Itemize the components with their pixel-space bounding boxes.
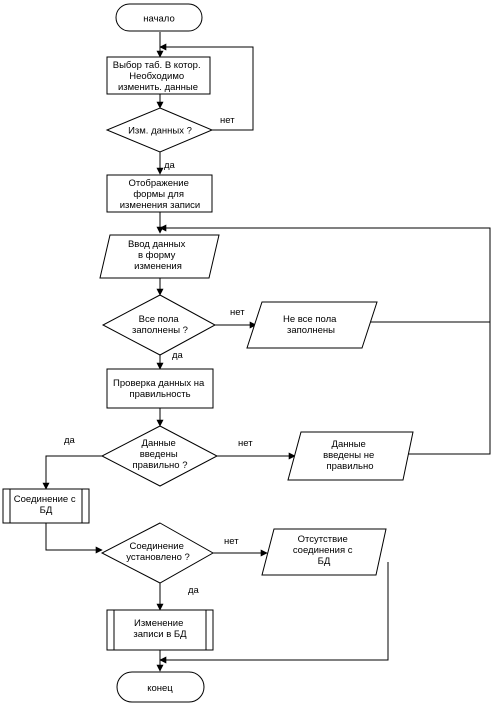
input-data-label: Ввод данных в форму изменения	[128, 239, 188, 272]
fields-filled-label: Все пола заполнены ?	[132, 314, 188, 336]
filled-yes-label: да	[172, 350, 184, 361]
check-data-process: Проверка данных на правильность	[106, 368, 214, 409]
not-filled-label: Не все пола заполнены	[283, 314, 339, 336]
edit-yes-label: да	[164, 160, 176, 171]
end-label: конец	[147, 683, 173, 694]
filled-no-label: нет	[230, 307, 245, 318]
connect-db-subprocess: Соединение с БД	[2, 488, 90, 524]
edges	[42, 32, 491, 672]
edge-loop-back-to-input	[159, 224, 491, 455]
start-label: начало	[143, 14, 175, 25]
data-incorrect-io: Данные введены не правильно	[287, 431, 414, 481]
fields-filled-decision: Все пола заполнены ?	[101, 294, 217, 356]
end-terminal: конец	[116, 671, 205, 703]
input-data-io: Ввод данных в форму изменения	[99, 234, 220, 279]
edge-correct-yes	[42, 455, 102, 490]
show-form-label: Отображение формы для изменения записи	[120, 178, 201, 211]
show-form-process: Отображение формы для изменения записи	[106, 174, 213, 213]
edge-connect-to-question	[45, 523, 103, 554]
correct-no-label: нет	[238, 438, 253, 449]
data-correct-decision: Данные введены правильно ?	[100, 425, 219, 487]
connect-db-label: Соединение с БД	[14, 494, 78, 516]
no-connection-io: Отсутствие соединения с БД	[261, 528, 387, 576]
correct-yes-label: да	[64, 435, 76, 446]
edge-noconnection-to-end	[159, 562, 389, 664]
start-terminal: начало	[115, 3, 203, 32]
data-incorrect-label: Данные введены не правильно	[323, 439, 377, 472]
edit-data-decision: Изм. данных ?	[105, 107, 214, 153]
no-connection-label: Отсутствие соединения с БД	[293, 534, 355, 567]
update-record-subprocess: Изменение записи в БД	[106, 609, 214, 651]
edit-data-label: Изм. данных ?	[128, 126, 192, 137]
select-table-process: Выбор таб. В котор. Необходимо изменить.…	[106, 56, 211, 95]
select-table-label: Выбор таб. В котор. Необходимо изменить.…	[113, 60, 203, 93]
edge-edit-no-loop	[159, 43, 254, 131]
data-correct-label: Данные введены правильно ?	[132, 438, 187, 471]
update-record-label: Изменение записи в БД	[133, 618, 187, 640]
connected-no-label: нет	[224, 536, 239, 547]
edit-no-label: нет	[220, 115, 235, 126]
connected-decision: Соединение установлено ?	[100, 522, 215, 584]
check-data-label: Проверка данных на правильность	[113, 378, 207, 400]
connected-label: Соединение установлено ?	[126, 541, 190, 563]
connected-yes-label: да	[188, 585, 200, 596]
not-filled-io: Не все пола заполнены	[246, 301, 378, 349]
